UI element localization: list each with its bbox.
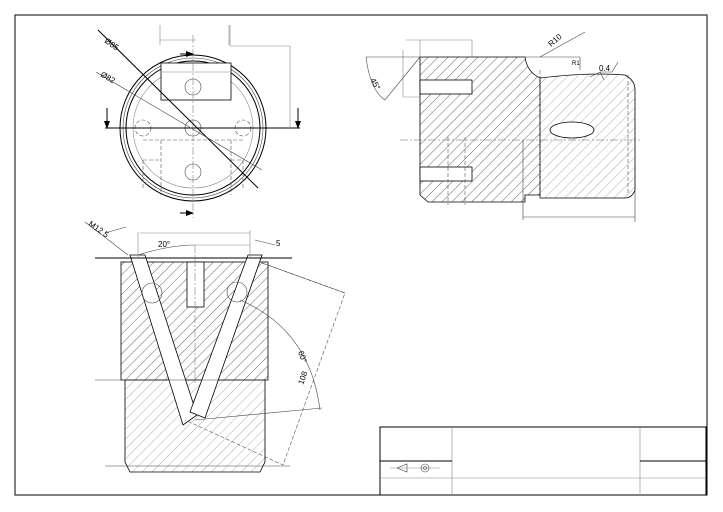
title-block	[379, 426, 707, 496]
dim-thread	[84, 221, 129, 256]
cross-hole-left	[141, 282, 163, 304]
center-pocket	[186, 261, 205, 308]
dim-line-82	[95, 71, 263, 171]
top-slot	[160, 62, 232, 101]
dim-width	[522, 140, 636, 222]
dim-label-108: 108	[296, 370, 309, 386]
dim-label-45: 45°	[368, 77, 382, 92]
dim-label-r1: R1	[572, 61, 580, 67]
drawing-border	[14, 14, 708, 496]
dim-label-04: 0.4	[599, 64, 611, 73]
dimension-lines	[159, 25, 291, 128]
lower-block	[124, 379, 266, 473]
dim-label-60: 60°	[296, 350, 309, 364]
dim-arc-20	[137, 244, 196, 256]
dim-label-5: 5	[276, 239, 281, 248]
top-view: Ø85 Ø82	[95, 25, 301, 218]
oval-slot	[549, 121, 595, 139]
dim-label-20: 20°	[158, 240, 170, 249]
blind-hole-upper	[419, 79, 473, 95]
dim-arc-60	[194, 299, 323, 421]
side-view: 45° R10 R1 0.4	[365, 31, 640, 222]
dim-thickness	[589, 61, 619, 81]
dim-label-m12: M12 5	[87, 219, 111, 239]
dim-radius	[525, 31, 586, 70]
dim-angle-45	[365, 56, 421, 101]
dim-label-82: Ø82	[99, 70, 117, 86]
projection-symbol-icon	[390, 463, 440, 473]
dim-label-r10: R10	[547, 32, 564, 49]
cross-hole-right	[226, 281, 248, 303]
channel-right	[189, 254, 263, 419]
blind-hole-lower	[419, 166, 473, 182]
front-section-view: 20° M12 5 5 60° 108	[84, 219, 346, 473]
dim-line-85	[97, 29, 259, 189]
